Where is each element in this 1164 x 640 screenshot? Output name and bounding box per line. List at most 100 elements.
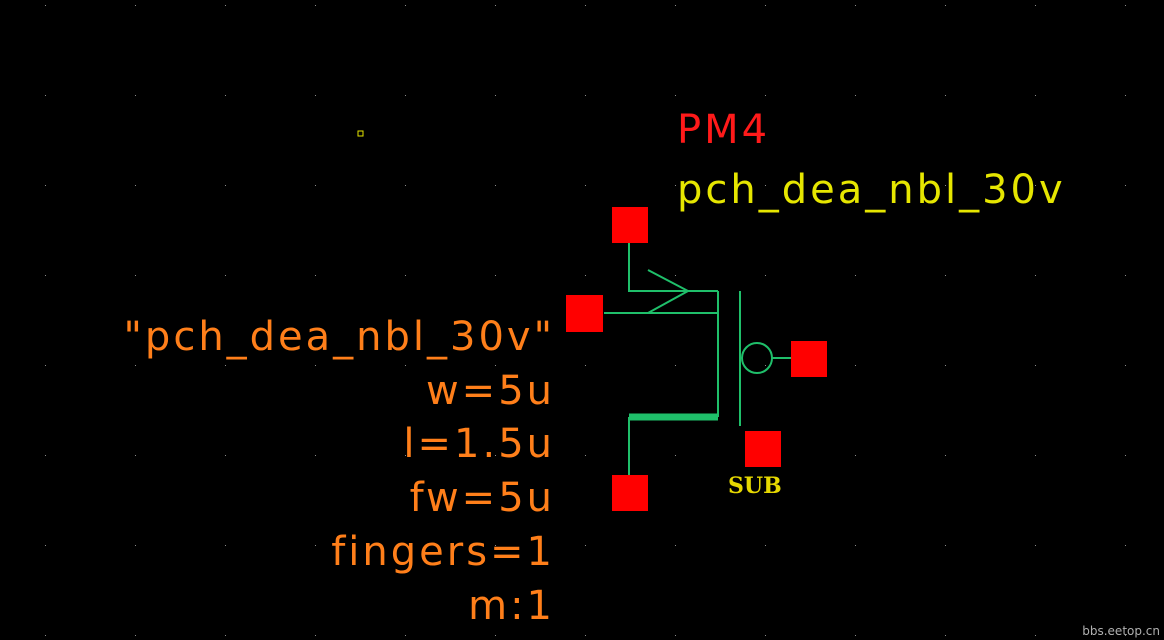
grid-dot — [495, 5, 496, 6]
grid-dot — [135, 185, 136, 186]
grid-dot — [315, 545, 316, 546]
grid-dot — [1035, 545, 1036, 546]
watermark-text: bbs.eetop.cn — [1082, 624, 1160, 638]
pmos-symbol[interactable] — [604, 243, 791, 475]
grid-dot — [675, 185, 676, 186]
grid-dot — [765, 545, 766, 546]
grid-dot — [225, 5, 226, 6]
grid-dot — [405, 95, 406, 96]
grid-dot — [315, 275, 316, 276]
grid-dot — [675, 5, 676, 6]
pin-gate[interactable] — [791, 341, 827, 377]
grid-dot — [675, 365, 676, 366]
grid-dot — [585, 455, 586, 456]
grid-dot — [945, 95, 946, 96]
grid-dot — [1035, 185, 1036, 186]
grid-dot — [495, 275, 496, 276]
grid-dot — [855, 185, 856, 186]
grid-dot — [765, 275, 766, 276]
grid-dot — [1035, 365, 1036, 366]
length-param-label[interactable]: l=1.5u — [403, 421, 555, 467]
grid-dot — [45, 455, 46, 456]
grid-dot — [495, 365, 496, 366]
grid-dot — [585, 185, 586, 186]
grid-dot — [405, 275, 406, 276]
finger-width-param-label[interactable]: fw=5u — [410, 475, 555, 521]
grid-dot — [675, 275, 676, 276]
grid-dot — [855, 635, 856, 636]
selection-marker[interactable] — [357, 130, 364, 137]
grid-dot — [405, 185, 406, 186]
pin-bottom[interactable] — [612, 475, 648, 511]
grid-dot — [495, 545, 496, 546]
grid-dot — [675, 455, 676, 456]
grid-dot — [945, 275, 946, 276]
grid-dot — [45, 635, 46, 636]
grid-dot — [585, 5, 586, 6]
grid-dot — [45, 185, 46, 186]
grid-dot — [225, 365, 226, 366]
grid-dot — [315, 5, 316, 6]
grid-dot — [315, 95, 316, 96]
pin-top[interactable] — [612, 207, 648, 243]
grid-dot — [855, 275, 856, 276]
grid-dot — [225, 185, 226, 186]
grid-dot — [1035, 5, 1036, 6]
grid-dot — [1125, 635, 1126, 636]
grid-dot — [1125, 275, 1126, 276]
fingers-param-label[interactable]: fingers=1 — [331, 529, 555, 575]
grid-dot — [495, 635, 496, 636]
cell-name-label[interactable]: pch_dea_nbl_30v — [677, 167, 1066, 213]
grid-dot — [1035, 635, 1036, 636]
grid-dot — [135, 455, 136, 456]
model-param-label[interactable]: "pch_dea_nbl_30v" — [124, 314, 555, 360]
grid-dot — [135, 365, 136, 366]
grid-dot — [135, 635, 136, 636]
grid-dot — [315, 455, 316, 456]
pins — [566, 207, 827, 511]
grid-dot — [405, 365, 406, 366]
grid-dot — [765, 365, 766, 366]
grid-dot — [1035, 275, 1036, 276]
grid-dot — [855, 455, 856, 456]
grid-dot — [135, 95, 136, 96]
multiplier-param-label[interactable]: m:1 — [468, 583, 555, 629]
grid-dot — [225, 95, 226, 96]
grid-dot — [855, 365, 856, 366]
grid-dot — [1125, 545, 1126, 546]
grid-dot — [315, 635, 316, 636]
grid-dot — [495, 185, 496, 186]
grid-dot — [675, 95, 676, 96]
grid-dot — [585, 545, 586, 546]
grid-dot — [405, 5, 406, 6]
grid-dot — [1125, 5, 1126, 6]
parameter-labels: "pch_dea_nbl_30v" w=5u l=1.5u fw=5u fing… — [124, 314, 555, 629]
grid-dot — [585, 365, 586, 366]
grid-dot — [855, 95, 856, 96]
grid-dot — [495, 455, 496, 456]
grid-dot — [225, 545, 226, 546]
grid-dot — [765, 5, 766, 6]
grid-dot — [1125, 95, 1126, 96]
pin-left[interactable] — [566, 295, 603, 332]
grid-dot — [1125, 455, 1126, 456]
grid-dot — [135, 275, 136, 276]
grid-dot — [315, 365, 316, 366]
grid-dot — [45, 545, 46, 546]
grid-dot — [405, 545, 406, 546]
grid-dot — [45, 365, 46, 366]
grid-dot — [45, 5, 46, 6]
substrate-pin-label: SUB — [728, 473, 782, 499]
arrow-chevron — [647, 269, 691, 314]
grid-dot — [1125, 185, 1126, 186]
grid-dot — [315, 185, 316, 186]
grid-dot — [135, 545, 136, 546]
grid-dot — [405, 635, 406, 636]
instance-name-label[interactable]: PM4 — [677, 107, 770, 153]
grid-dot — [765, 185, 766, 186]
grid-dot — [675, 545, 676, 546]
grid-dot — [945, 635, 946, 636]
pin-substrate[interactable] — [745, 431, 781, 467]
width-param-label[interactable]: w=5u — [426, 368, 555, 414]
